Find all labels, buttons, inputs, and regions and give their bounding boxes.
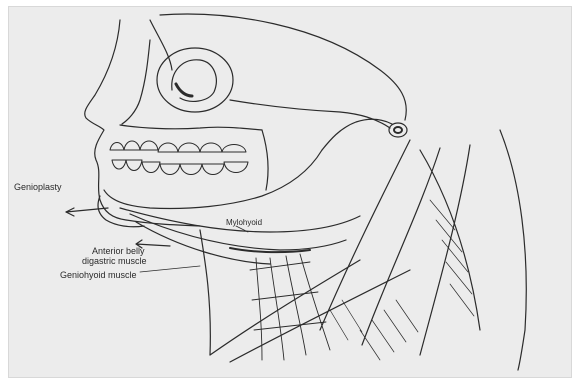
ear-canal-inner — [394, 127, 402, 133]
orbit-outer — [157, 48, 233, 112]
label-anterior-belly-1: Anterior belly — [92, 246, 145, 256]
zygoma — [230, 100, 390, 128]
orbit-shade — [176, 84, 192, 96]
label-genioplasty: Genioplasty — [14, 182, 62, 192]
skull-dome — [160, 14, 406, 120]
label-anterior-belly-2: digastric muscle — [82, 256, 147, 266]
hyoid-bone — [230, 248, 310, 252]
leader-geniohyoid — [140, 266, 200, 272]
neck-hatching — [330, 200, 474, 360]
lower-teeth — [112, 160, 248, 175]
condyle — [322, 119, 392, 150]
label-mylohyoid: Mylohyoid — [226, 218, 262, 228]
neck-back — [500, 130, 526, 370]
ear-canal — [389, 123, 407, 137]
label-geniohyoid: Geniohyoid muscle — [60, 270, 137, 280]
upper-teeth — [110, 141, 246, 152]
muscle-band-2 — [362, 148, 440, 345]
nasal-bone — [122, 40, 150, 124]
orbit-inner — [172, 60, 217, 102]
maxilla — [120, 125, 262, 130]
geniohyoid-band — [136, 222, 270, 264]
mandible-body — [104, 150, 322, 209]
throat-front — [200, 230, 210, 355]
strap-muscles — [250, 254, 330, 360]
platysma-1 — [210, 260, 360, 355]
skull-outline — [85, 20, 200, 226]
forehead-line — [150, 20, 172, 70]
muscle-band-1 — [320, 140, 410, 330]
mandible-ramus — [262, 130, 268, 190]
